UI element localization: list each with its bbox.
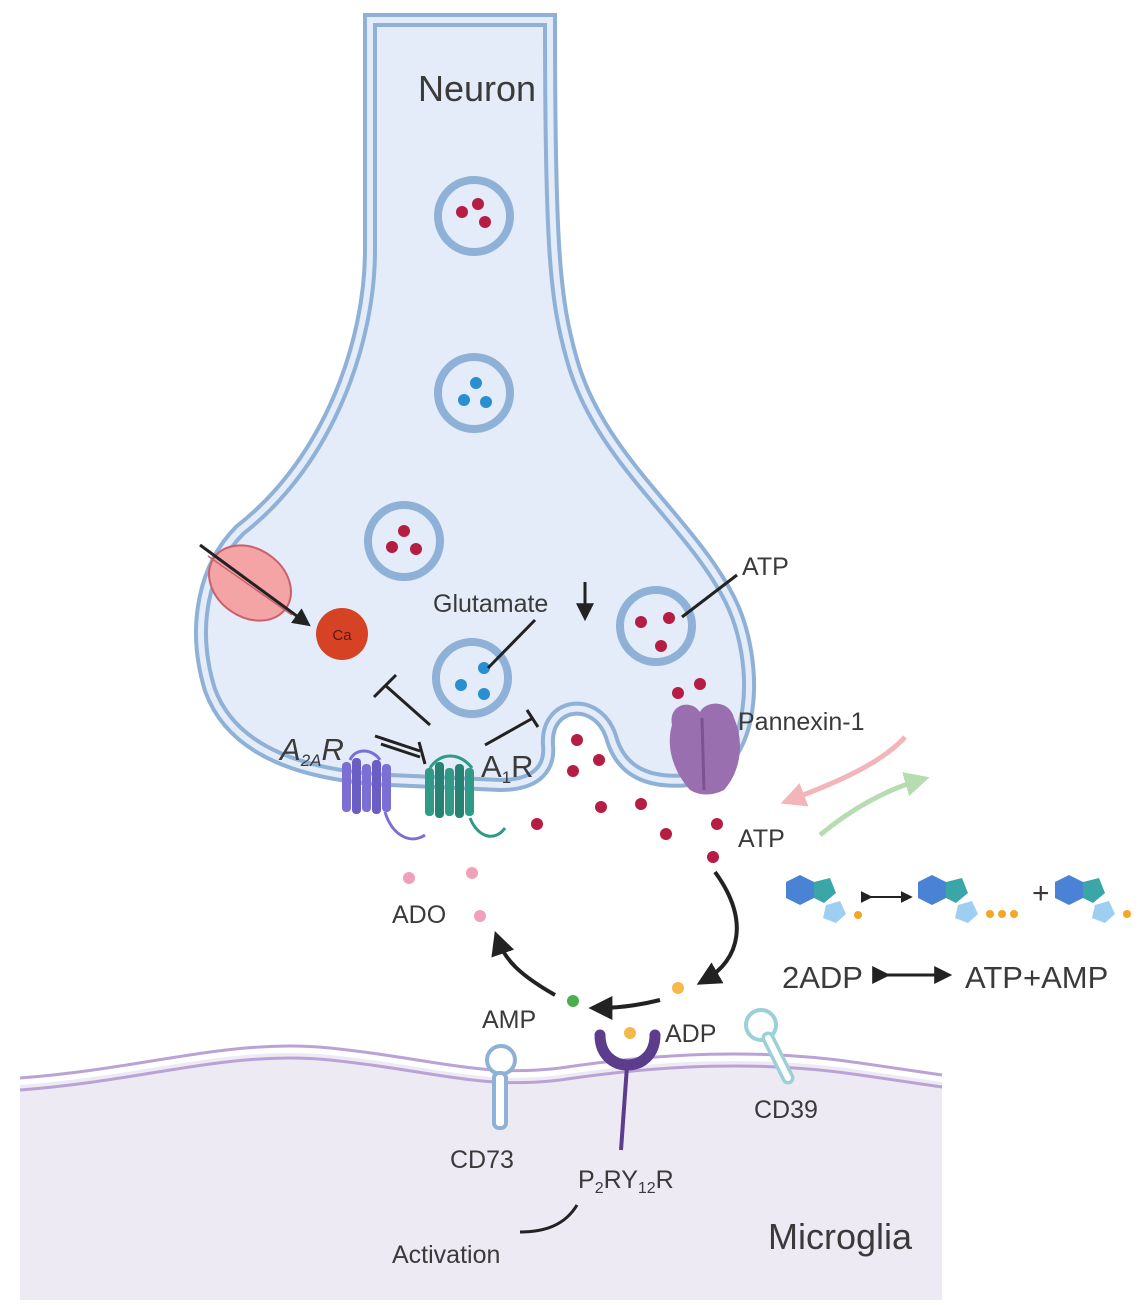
p2y12-receptor bbox=[594, 1029, 661, 1151]
adp-molecule-bound bbox=[624, 1027, 636, 1039]
glutamate-label: Glutamate bbox=[433, 590, 548, 618]
ado-label: ADO bbox=[392, 901, 446, 929]
vesicle-glutamate-1 bbox=[434, 353, 514, 433]
atp-vesicle-label: ATP bbox=[742, 553, 789, 581]
amp-label: AMP bbox=[482, 1006, 536, 1034]
p2y12r-label: P2RY12R bbox=[578, 1166, 674, 1197]
adp-to-amp-arrow bbox=[588, 995, 661, 1020]
cd73-label: CD73 bbox=[450, 1146, 514, 1174]
pannexin-label: Pannexin-1 bbox=[738, 708, 864, 736]
nucleotide-structure-adp bbox=[786, 875, 862, 923]
adp-molecule bbox=[672, 982, 684, 994]
reaction-left-label: 2ADP bbox=[782, 960, 863, 995]
activation-connector bbox=[519, 1204, 579, 1234]
a2a-receptor bbox=[342, 749, 426, 841]
adenosine-molecules bbox=[403, 867, 486, 922]
atp-pointer bbox=[681, 573, 738, 619]
cd39-label: CD39 bbox=[754, 1096, 818, 1124]
plus-sign: + bbox=[1032, 877, 1050, 910]
inhibition-ca-glutamate bbox=[372, 673, 431, 727]
amp-molecule bbox=[567, 995, 579, 1007]
vesicle-atp-2 bbox=[364, 501, 444, 581]
activation-label: Activation bbox=[392, 1241, 500, 1269]
calcium-ion: Ca bbox=[316, 608, 368, 660]
glutamate-pointer bbox=[486, 618, 537, 670]
pannexin-1-channel bbox=[669, 703, 740, 795]
vesicle-glutamate-2 bbox=[432, 638, 512, 718]
calcium-channel bbox=[199, 543, 311, 627]
microglia-cell bbox=[19, 1044, 943, 1300]
microglia-label: Microglia bbox=[768, 1216, 913, 1257]
cd39-enzyme bbox=[744, 1008, 795, 1085]
inhibition-a1r-glutamate bbox=[484, 709, 540, 747]
amp-to-ado-arrow bbox=[491, 930, 556, 997]
cd73-enzyme bbox=[485, 1044, 517, 1130]
atp-to-adp-arrow bbox=[696, 870, 739, 985]
a1r-label: A1R bbox=[481, 749, 534, 787]
a2ar-label: A2AR bbox=[278, 732, 344, 770]
svg-text:Ca: Ca bbox=[332, 627, 352, 644]
adp-label: ADP bbox=[665, 1020, 716, 1048]
vesicle-atp-3 bbox=[616, 586, 696, 666]
nucleotide-structure-amp bbox=[1055, 875, 1131, 923]
inhibition-a2ar-a1r bbox=[374, 734, 427, 765]
a1-receptor bbox=[425, 754, 507, 838]
atp-molecules-cleft bbox=[531, 678, 723, 863]
vesicle-atp-1 bbox=[434, 176, 514, 256]
nucleotide-structure-atp bbox=[918, 875, 1018, 923]
neuron-label: Neuron bbox=[418, 68, 536, 109]
exchange-arrows bbox=[780, 735, 930, 837]
reaction-right-label: ATP+AMP bbox=[965, 960, 1108, 995]
atp-cleft-label: ATP bbox=[738, 825, 785, 853]
